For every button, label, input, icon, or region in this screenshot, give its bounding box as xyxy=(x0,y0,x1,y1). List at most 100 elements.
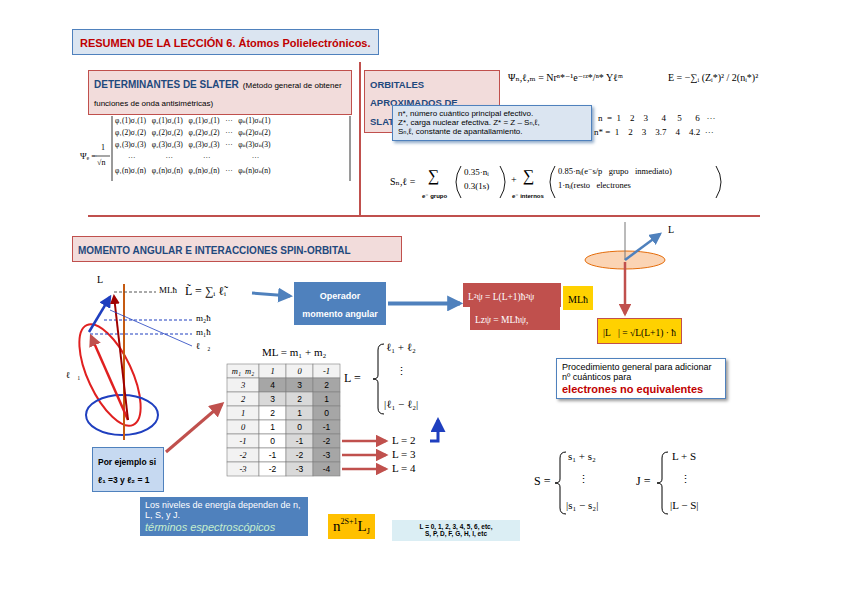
table-cell-bg xyxy=(227,462,259,476)
box-text: 2S+1 xyxy=(341,517,358,526)
formula-text: |ℓ₁ − ℓ₂| xyxy=(384,398,418,411)
heading-box: DETERMINANTES DE SLATER(Método general d… xyxy=(88,70,352,115)
box-text: Operador momento angular xyxy=(302,291,378,319)
box-text: J xyxy=(367,527,370,536)
highlight-box: MLħ xyxy=(563,286,593,310)
box-text: DETERMINANTES DE SLATER xyxy=(94,79,239,90)
table-cell: -1 xyxy=(286,434,313,448)
table-cell-bg xyxy=(313,434,340,448)
table-cell: m₁ m₂ xyxy=(227,364,259,378)
table-cell: 2 xyxy=(313,378,340,392)
table-cell-bg xyxy=(259,462,286,476)
flow-arrow xyxy=(252,293,290,296)
axis-line xyxy=(123,284,125,440)
brace xyxy=(373,344,384,414)
formula-text: ⋮ xyxy=(680,473,691,486)
value-row: n = 1 2 3 4 5 6 ··· xyxy=(598,113,716,123)
table-cell: 1 xyxy=(259,420,286,434)
formula-text: 1 xyxy=(101,143,105,152)
highlight-box: |L⃗| = √L(L+1) · ħ xyxy=(597,318,682,344)
l2-vector xyxy=(89,297,110,332)
box-text: L²ψ = L(L+1)ħ²ψ xyxy=(468,292,534,302)
row-arrow xyxy=(342,440,386,443)
process-box: Operador momento angular xyxy=(294,282,386,325)
table-cell-bg xyxy=(227,364,259,378)
sum-index: e⁻ internos xyxy=(512,193,544,200)
value-row: n* = 1 2 3 3.7 4 4.2 ··· xyxy=(594,127,714,137)
table-cell: 2 xyxy=(259,406,286,420)
box-text: S, P, D, F, G, H, I, etc xyxy=(397,530,515,537)
divider-line xyxy=(359,62,361,216)
formula-text: Ψₙ,ℓ,ₘ = Nrⁿ*⁻¹e⁻ʳᶻ*/ⁿ* Yℓᵐ xyxy=(508,72,623,84)
formula-text: 1·nᵢ(resto electrones xyxy=(558,181,631,191)
table-cell-bg xyxy=(313,420,340,434)
table-cell-bg xyxy=(286,406,313,420)
table-cell-bg xyxy=(259,392,286,406)
matrix-row: φ₁(1)σ₁(1) φ₂(1)σ₂(1) φ₃(1)σ₃(1) ··· φₙ(… xyxy=(115,117,271,126)
table-cell-bg xyxy=(313,392,340,406)
box-text: |L⃗| = √L(L+1) · ħ xyxy=(603,328,676,338)
parenthesis xyxy=(456,166,461,198)
table-cell: -4 xyxy=(313,462,340,476)
table-cell: 1 xyxy=(227,406,259,420)
sum-symbol: ∑ xyxy=(523,167,534,185)
row-arrow xyxy=(342,468,386,471)
box-text: Procedimiento general para adicionar nº … xyxy=(562,362,720,383)
table-cell: -3 xyxy=(286,462,313,476)
table-cell-bg xyxy=(286,434,313,448)
result-label: L = 3 xyxy=(392,448,416,461)
table-cell: -2 xyxy=(286,448,313,462)
note-box: Los niveles de energía dependen de n, L,… xyxy=(140,497,308,536)
note-box: L = 0, 1, 2, 3, 4, 5, 6, etc,S, P, D, F,… xyxy=(392,520,520,541)
table-cell: 3 xyxy=(259,392,286,406)
table-cell: 3 xyxy=(286,378,313,392)
table-cell: 0 xyxy=(227,420,259,434)
box-text: Z*, carga nuclear efectiva. Z* = Z – Sₙ,… xyxy=(398,118,586,127)
row-arrow xyxy=(342,454,386,457)
l2-leader xyxy=(110,310,192,346)
result-label: L = 2 xyxy=(392,434,416,447)
formula-text: Sₙ,ℓ = xyxy=(390,176,415,188)
table-cell-bg xyxy=(259,420,286,434)
vector-label: m₁ħ xyxy=(196,327,211,337)
table-cell-bg xyxy=(227,420,259,434)
matrix-row: φ₁(2)σ₁(2) φ₂(2)σ₂(2) φ₃(2)σ₃(2) ··· φₙ(… xyxy=(115,129,271,138)
box-text: términos espectroscópicos xyxy=(145,521,303,534)
matrix-row: φ₁(3)σ₁(3) φ₂(3)σ₂(3) φ₃(3)σ₃(3) ··· φₙ(… xyxy=(115,141,271,150)
table-cell: 4 xyxy=(259,378,286,392)
result-label: L = 4 xyxy=(392,462,416,475)
vector-label: L⃗ xyxy=(97,274,111,286)
formula-text: |s₁ − s₂| xyxy=(566,499,598,512)
sum-index: e⁻ grupo xyxy=(422,193,447,200)
table-cell-bg xyxy=(259,406,286,420)
table-cell-bg xyxy=(286,462,313,476)
table-cell: 0 xyxy=(286,420,313,434)
projection-line xyxy=(90,334,192,335)
equation-box: Lzψ = MLħψ, xyxy=(470,306,560,330)
formula-text: L̃ = ∑ᵢ ℓ̃ᵢ xyxy=(185,285,226,299)
term-symbol-box: n2S+1LJ xyxy=(328,514,375,539)
formula-text: J = xyxy=(636,475,650,489)
fraction-bar xyxy=(96,156,110,157)
projection-arrow xyxy=(624,262,627,314)
box-text: L xyxy=(357,518,366,534)
brace xyxy=(657,452,668,514)
heading-box: MOMENTO ANGULAR E INTERACCIONES SPIN-ORB… xyxy=(72,236,402,262)
formula-text: 0.35·nᵢ xyxy=(464,167,489,177)
table-cell-bg xyxy=(227,434,259,448)
box-text: Por ejemplo si ℓ₁ =3 y ℓ₂ = 1 xyxy=(98,457,156,485)
parenthesis xyxy=(716,166,721,198)
formula-text: 0.85·nᵢ(e⁻s/p grupo inmediato) xyxy=(558,167,672,177)
example-box: Por ejemplo si ℓ₁ =3 y ℓ₂ = 1 xyxy=(92,447,164,492)
matrix-row: ··· ··· ··· ··· xyxy=(128,154,259,163)
L-vector xyxy=(625,234,660,260)
box-text: MOMENTO ANGULAR E INTERACCIONES SPIN-ORB… xyxy=(78,245,351,256)
sum-symbol: ∑ xyxy=(428,167,439,185)
table-cell-bg xyxy=(227,378,259,392)
table-cell: -2 xyxy=(259,462,286,476)
projection-line xyxy=(114,292,156,293)
table-cell-bg xyxy=(286,364,313,378)
table-cell: -1 xyxy=(313,364,340,378)
determinant-bar xyxy=(350,116,351,181)
vector-label: MLħ xyxy=(159,285,177,295)
